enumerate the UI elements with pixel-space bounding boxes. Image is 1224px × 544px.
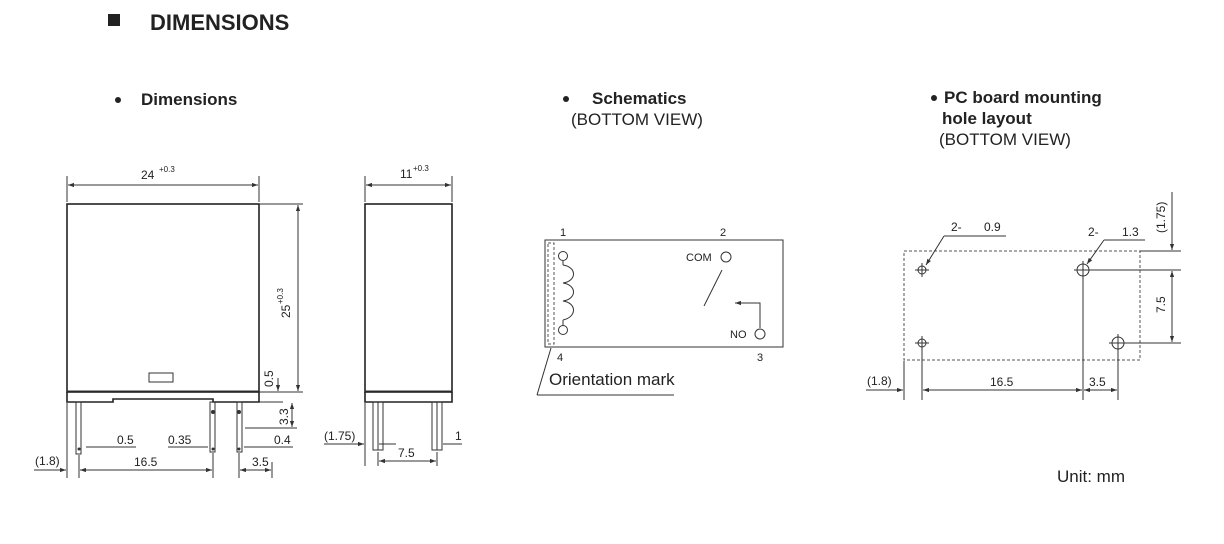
relay-body-side: [364, 203, 453, 393]
schematics-subtitle: (BOTTOM VIEW): [571, 110, 703, 129]
orientation-mark-label: Orientation mark: [549, 370, 675, 389]
side-view: 11 +0.3 (1.75) 7.5 1: [324, 164, 462, 466]
bullet-icon: [563, 96, 569, 102]
black-square-icon: [108, 14, 120, 26]
switch-arm: [703, 269, 723, 307]
left-offset-value: (1.8): [867, 374, 892, 388]
schematic: 1 2 4 3 COM NO Orientation mark: [536, 227, 784, 396]
layout-title-line1: PC board mounting: [944, 88, 1102, 107]
layout-title-line2: hole layout: [942, 109, 1032, 128]
small-hole-diameter: 0.9: [984, 220, 1001, 234]
front-pinlen-value: 3.3: [277, 408, 291, 425]
vertical-spacing-value: 7.5: [1154, 296, 1168, 313]
pin-3-label: 3: [757, 352, 763, 364]
coil-icon: [562, 264, 574, 321]
side-width-tolerance: +0.3: [413, 164, 429, 173]
no-label: NO: [730, 329, 747, 341]
relay-body-front: [66, 203, 260, 393]
front-pin-width-1: 0.5: [117, 433, 134, 447]
bullet-icon: [931, 95, 937, 101]
large-hole-count: 2-: [1088, 225, 1099, 239]
front-width-value: 24: [141, 168, 155, 182]
front-view: 24 +0.3 25 +0.3 0.5 3.3 0.5 0.3: [34, 165, 303, 478]
dimensions-title: Dimensions: [141, 90, 237, 109]
bullet-icon: [115, 97, 121, 103]
front-pin-width-3: 0.4: [274, 433, 291, 447]
pin-4-label: 4: [557, 352, 563, 364]
front-height-value: 25: [279, 304, 293, 318]
pin-1-label: 1: [560, 227, 566, 239]
horizontal-spacing-a: 16.5: [990, 375, 1014, 389]
schematic-outline: [544, 239, 784, 348]
front-base-value: 0.5: [262, 370, 276, 387]
side-pin-value: 1: [455, 429, 462, 443]
small-hole-count: 2-: [951, 220, 962, 234]
side-offset-value: (1.75): [324, 429, 355, 443]
side-width-value: 11: [400, 167, 413, 181]
front-height-tolerance: +0.3: [276, 288, 285, 304]
pcb-outline: [903, 250, 1141, 361]
horizontal-spacing-b: 3.5: [1089, 375, 1106, 389]
orientation-mark: [547, 242, 555, 345]
layout-subtitle: (BOTTOM VIEW): [939, 130, 1071, 149]
large-hole-diameter: 1.3: [1122, 225, 1139, 239]
schematics-title: Schematics: [592, 89, 687, 108]
page-title: DIMENSIONS: [150, 10, 289, 35]
side-spacing-value: 7.5: [398, 446, 415, 460]
front-width-tolerance: +0.3: [159, 165, 175, 174]
top-offset-value: (1.75): [1154, 202, 1168, 233]
front-spacing-a: 16.5: [134, 455, 158, 469]
pin-2-label: 2: [720, 227, 726, 239]
unit-label: Unit: mm: [1057, 467, 1125, 486]
front-spacing-b: 3.5: [252, 455, 269, 469]
front-pin-width-2: 0.35: [168, 433, 192, 447]
com-label: COM: [686, 252, 712, 264]
front-offset-value: (1.8): [35, 454, 60, 468]
hole-layout: 2- 0.9 2- 1.3 (1.75) 7.5 (1.8) 16.5 3.5: [866, 192, 1181, 400]
